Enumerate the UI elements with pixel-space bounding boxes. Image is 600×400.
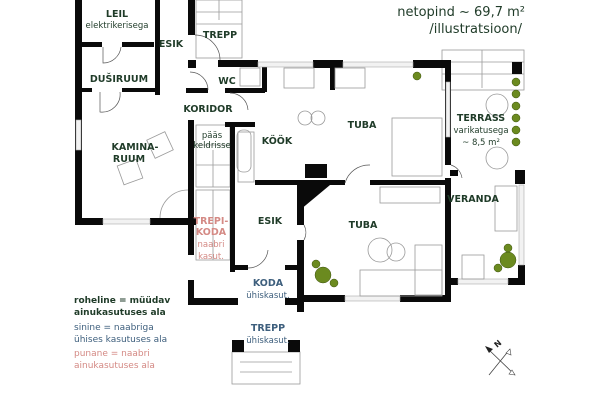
furniture <box>116 67 518 297</box>
legend-green-1: roheline = müüdav <box>74 296 170 306</box>
label-kaminaruum-1: KAMINA- <box>112 142 159 153</box>
label-trepp-bottom-sub: ühiskasut. <box>246 336 289 346</box>
label-koda-sub: ühiskasut. <box>246 291 289 301</box>
legend-blue-1: sinine = naabriga <box>74 323 154 333</box>
label-terrass-sub: varikatusega <box>453 126 508 136</box>
label-tuba-upper: TUBA <box>348 120 377 131</box>
illustration-note: /illustratsioon/ <box>429 22 522 37</box>
label-trepikoda-3: naabri <box>197 240 224 250</box>
compass-icon: N <box>485 338 516 376</box>
legend-green-2: ainukasutuses ala <box>74 308 166 318</box>
label-leil: LEIL <box>106 9 128 20</box>
label-leil-sub: elektrikerisega <box>86 21 149 31</box>
legend-blue-2: ühises kasutuses ala <box>74 335 167 345</box>
doors <box>99 34 463 269</box>
label-paas: pääs <box>202 131 223 141</box>
windows <box>75 61 525 302</box>
stairs-cellar <box>195 124 231 188</box>
legend: roheline = müüdav ainukasutuses ala sini… <box>74 296 170 371</box>
label-dusiruum: DUŠIRUUM <box>90 73 148 85</box>
legend-red-2: ainukasutuses ala <box>74 361 155 371</box>
label-wc: WC <box>218 76 235 87</box>
label-esik-top: ESIK <box>159 39 184 50</box>
header: netopind ~ 69,7 m² /illustratsioon/ <box>397 5 525 37</box>
room-labels: LEIL elektrikerisega ESIK TREPP DUŠIRUUM… <box>86 9 509 346</box>
plants <box>311 71 521 288</box>
label-terrass: TERRASS <box>457 113 505 124</box>
stairs-bottom <box>231 351 301 385</box>
label-tuba-lower: TUBA <box>349 220 378 231</box>
label-koridor: KORIDOR <box>183 104 233 115</box>
net-area: netopind ~ 69,7 m² <box>397 5 525 20</box>
label-terrass-area: ~ 8,5 m² <box>462 138 500 148</box>
label-trepikoda-1: TREPI- <box>194 216 229 227</box>
label-keldrisse: keldrisse <box>193 141 231 151</box>
label-trepikoda-4: kasut. <box>198 252 224 262</box>
legend-red-1: punane = naabri <box>74 349 150 359</box>
label-trepikoda-2: KODA <box>196 227 227 238</box>
stairs-top <box>195 0 243 59</box>
stairs-terrace <box>441 49 525 91</box>
label-trepp-top: TREPP <box>203 30 237 41</box>
label-esik-lower: ESIK <box>258 216 283 227</box>
label-veranda: VERANDA <box>447 194 499 205</box>
label-kook: KÖÖK <box>262 136 293 147</box>
label-trepp-bottom: TREPP <box>251 323 285 334</box>
label-kaminaruum-2: RUUM <box>113 154 145 165</box>
label-koda: KODA <box>253 278 284 289</box>
compass-north-label: N <box>493 338 504 349</box>
